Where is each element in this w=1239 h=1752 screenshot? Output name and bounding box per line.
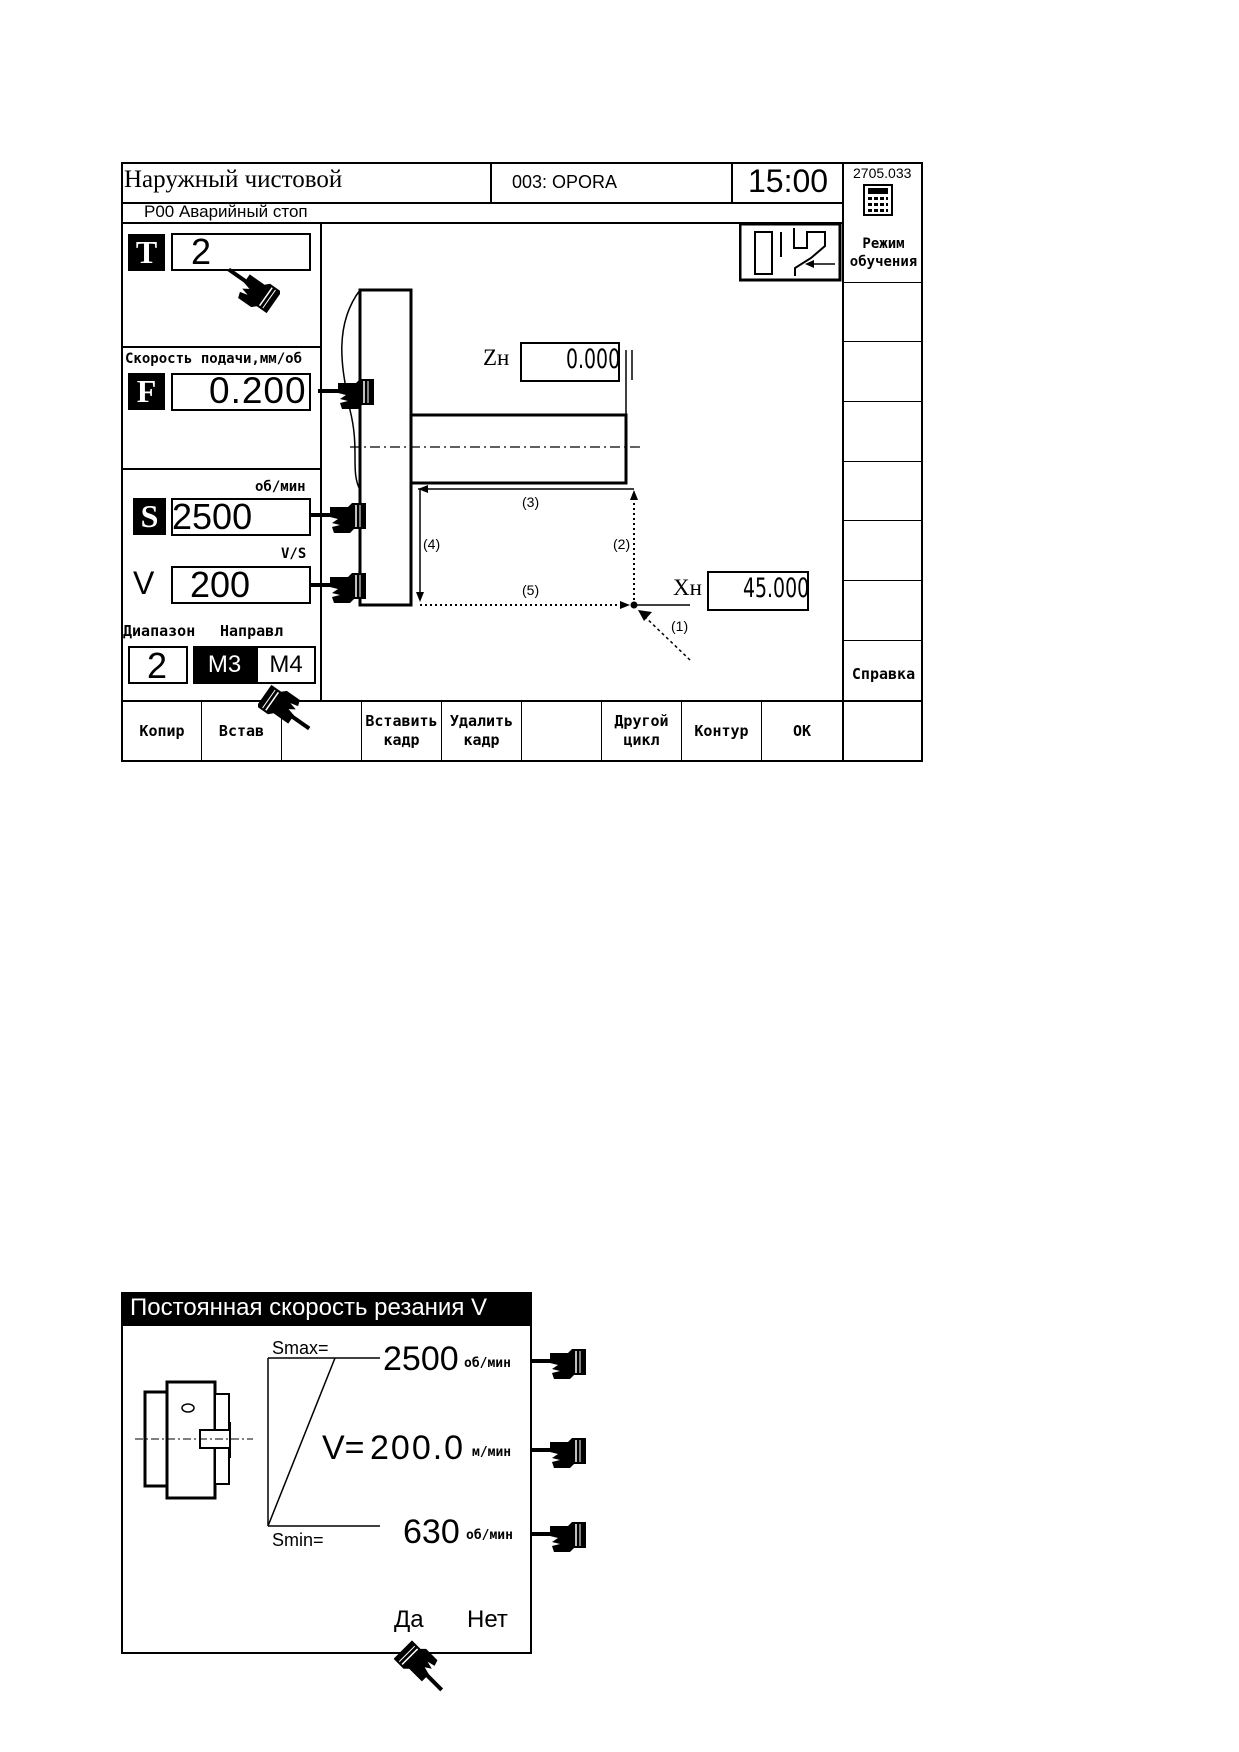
- cutting-speed-unit: V/S: [281, 546, 307, 562]
- teach-mode-icon: [738, 222, 842, 282]
- cycle-title: Наружный чистовой: [124, 166, 343, 193]
- version-label: 2705.033: [853, 165, 912, 181]
- smax-value[interactable]: 2500: [383, 1340, 459, 1378]
- path-label-2: (2): [613, 536, 631, 552]
- softkey-empty[interactable]: [282, 702, 362, 760]
- xh-field[interactable]: [707, 571, 809, 611]
- path-label-1: (1): [671, 618, 689, 634]
- softkey-bar-divider: [121, 700, 923, 702]
- softkey-insert-block[interactable]: Вставить кадр: [362, 702, 442, 760]
- tool-letter: T: [128, 234, 165, 271]
- dialog-title: Постоянная скорость резания V: [130, 1294, 488, 1321]
- smin-label: Smin=: [272, 1530, 324, 1550]
- softkey-paste[interactable]: Встав: [202, 702, 282, 760]
- feed-value: 0.200: [209, 370, 307, 411]
- softkey-empty[interactable]: [522, 702, 602, 760]
- xh-value: 45.000: [743, 573, 810, 604]
- teach-mode-button[interactable]: Режим обучения: [849, 235, 918, 270]
- pointing-hand-icon: [530, 1438, 587, 1469]
- header-divider: [842, 162, 844, 762]
- xh-label: Xн: [673, 575, 702, 600]
- v-value[interactable]: 200.0: [370, 1429, 466, 1467]
- side-menu-divider: [844, 520, 923, 521]
- side-menu-divider: [844, 580, 923, 581]
- pointing-hand-icon: [318, 379, 375, 410]
- softkey-delete-block[interactable]: Удалить кадр: [442, 702, 522, 760]
- feed-letter: F: [128, 373, 165, 410]
- v-label: V=: [322, 1429, 365, 1467]
- range-label: Диапазон: [123, 622, 196, 640]
- pointing-hand-icon: [310, 503, 367, 534]
- header-divider: [490, 162, 492, 204]
- status-divider: [121, 222, 844, 224]
- direction-m4-button[interactable]: M4: [256, 646, 316, 684]
- zh-field[interactable]: [520, 342, 620, 382]
- path-label-3: (3): [522, 494, 540, 510]
- softkey-copy[interactable]: Копир: [123, 702, 202, 760]
- direction-m3-button[interactable]: M3: [193, 646, 256, 684]
- pointing-hand-icon: [220, 258, 280, 318]
- pointing-hand-icon: [258, 680, 318, 740]
- zh-label: Zн: [483, 345, 510, 370]
- side-menu-divider: [844, 401, 923, 402]
- softkey-ok[interactable]: OK: [792, 722, 812, 740]
- no-button[interactable]: Нет: [467, 1606, 508, 1633]
- left-panel-divider: [320, 222, 322, 700]
- spindle-letter: S: [133, 498, 166, 535]
- speed-graph: [267, 1357, 380, 1527]
- side-menu-divider: [844, 640, 923, 641]
- range-value: 2: [147, 645, 168, 686]
- pointing-hand-icon: [530, 1349, 587, 1380]
- dialog-frame: [121, 1324, 532, 1654]
- tool-field[interactable]: [171, 233, 311, 271]
- tool-value: 2: [191, 231, 212, 272]
- zh-value: 0.000: [566, 344, 621, 375]
- status-message: P00 Аварийный стоп: [144, 202, 308, 221]
- softkey-contour[interactable]: Контур: [682, 702, 762, 760]
- smax-unit: об/мин: [464, 1356, 511, 1371]
- spindle-value: 2500: [172, 496, 253, 537]
- smax-label: Smax=: [272, 1338, 329, 1358]
- pointing-hand-icon: [530, 1522, 587, 1553]
- help-button[interactable]: Справка: [851, 665, 916, 683]
- cutting-speed-value: 200: [190, 564, 251, 605]
- dialog-title-bar: [121, 1292, 532, 1325]
- yes-button[interactable]: Да: [394, 1606, 424, 1633]
- side-menu-divider: [844, 341, 923, 342]
- v-unit: м/мин: [472, 1445, 512, 1460]
- direction-label: Направл: [220, 622, 284, 640]
- side-menu-divider: [844, 461, 923, 462]
- cutting-speed-letter: V: [133, 565, 155, 601]
- header-divider: [731, 162, 733, 204]
- program-name: 003: OPORA: [512, 172, 618, 192]
- feed-label: Скорость подачи,мм/об: [125, 351, 303, 367]
- path-label-5: (5): [522, 582, 540, 598]
- smin-unit: об/мин: [466, 1528, 513, 1543]
- clock: 15:00: [748, 163, 829, 199]
- header-bar: [121, 162, 844, 204]
- pointing-hand-icon: [394, 1638, 454, 1698]
- softkey-other-cycle[interactable]: Другой цикл: [602, 702, 682, 760]
- path-label-4: (4): [423, 536, 441, 552]
- section-divider: [121, 468, 321, 470]
- cnc-screen: [121, 162, 923, 762]
- workpiece-shaft: [409, 413, 628, 485]
- chuck-icon: [135, 1380, 255, 1500]
- range-field[interactable]: [128, 646, 188, 684]
- section-divider: [121, 346, 321, 348]
- side-menu-divider: [844, 282, 923, 283]
- spindle-unit: об/мин: [255, 479, 306, 495]
- smin-value[interactable]: 630: [403, 1513, 460, 1551]
- pointing-hand-icon: [310, 573, 367, 604]
- calculator-icon[interactable]: [863, 184, 893, 216]
- feed-field[interactable]: [171, 373, 311, 411]
